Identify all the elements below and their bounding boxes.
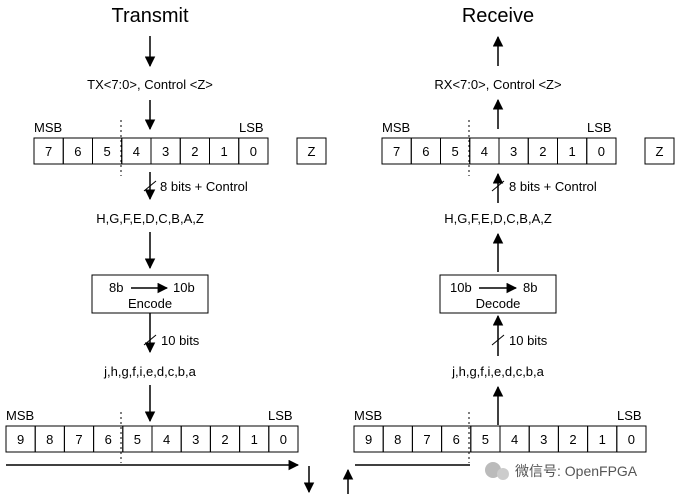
decoder-block	[439, 274, 557, 314]
tx-bus1-label: 8 bits + Control	[160, 179, 248, 194]
tx-byte-cell-label: 5	[104, 144, 111, 159]
tx-code-cell-label: 7	[75, 432, 82, 447]
transmit-title: Transmit	[111, 5, 188, 27]
tx-byte-cell-label: 0	[250, 144, 257, 159]
tx-control-cell-label: Z	[308, 144, 316, 159]
rx-code-cell-label: 4	[511, 432, 518, 447]
rx-code-cell-label: 3	[540, 432, 547, 447]
wechat-icon-bubble	[497, 468, 509, 480]
tx-code-cell-label: 3	[192, 432, 199, 447]
rx-byte-register: 7 6 5 4 3 2 1 0	[381, 137, 617, 165]
tx-byte-cell-label: 3	[162, 144, 169, 159]
tx-byte-register: 7 6 5 4 3 2 1 0	[33, 137, 269, 165]
tx-lsb-label: LSB	[239, 120, 264, 135]
rx-lsb2-label: LSB	[617, 408, 642, 423]
tx-byte-cell-label: 1	[221, 144, 228, 159]
tx-signals-10b: j,h,g,f,i,e,d,c,b,a	[103, 364, 197, 379]
tx-bus2-label: 10 bits	[161, 333, 200, 348]
rx-code-cell-label: 0	[628, 432, 635, 447]
tx-byte-cell-label: 2	[191, 144, 198, 159]
rx-bus2-label: 10 bits	[509, 333, 548, 348]
tx-byte-cell-label: 4	[133, 144, 140, 159]
rx-byte-cell-label: 6	[422, 144, 429, 159]
tx-code-cell-label: 6	[105, 432, 112, 447]
tx-code-cell-label: 0	[280, 432, 287, 447]
rx-code-cell-label: 9	[365, 432, 372, 447]
rx-control-cell	[644, 137, 675, 165]
tx-control-cell	[296, 137, 327, 165]
rx-code-cell-label: 7	[423, 432, 430, 447]
rx-output-label: RX<7:0>, Control <Z>	[434, 77, 561, 92]
rx-byte-cell-label: 7	[393, 144, 400, 159]
tx-code-cell-label: 1	[251, 432, 258, 447]
tx-bus2-slash	[143, 334, 157, 346]
rx-byte-cell-label: 5	[452, 144, 459, 159]
tx-code-register: 9 8 7 6 5 4 3 2 1 0	[5, 425, 299, 453]
rx-code-cell-label: 5	[482, 432, 489, 447]
rx-code-cell-label: 2	[569, 432, 576, 447]
rx-code-cell-label: 1	[599, 432, 606, 447]
rx-msb2-label: MSB	[354, 408, 382, 423]
rx-bus1-label: 8 bits + Control	[509, 179, 597, 194]
receive-title: Receive	[462, 5, 534, 27]
tx-byte-cell-label: 6	[74, 144, 81, 159]
rx-code-cell	[616, 425, 647, 453]
rx-byte-cell-label: 2	[539, 144, 546, 159]
tx-code-cell-label: 4	[163, 432, 170, 447]
rx-msb-label: MSB	[382, 120, 410, 135]
rx-code-register: 9 8 7 6 5 4 3 2 1 0	[353, 425, 647, 453]
rx-code-cell-label: 8	[394, 432, 401, 447]
decoder-input-width: 10b	[450, 280, 472, 295]
rx-byte-cell-label: 1	[569, 144, 576, 159]
tx-byte-cell-label: 7	[45, 144, 52, 159]
tx-input-label: TX<7:0>, Control <Z>	[87, 77, 213, 92]
tx-code-cell-label: 2	[221, 432, 228, 447]
rx-byte-cell-label: 3	[510, 144, 517, 159]
rx-signals-8b: H,G,F,E,D,C,B,A,Z	[444, 211, 552, 226]
rx-lsb-label: LSB	[587, 120, 612, 135]
rx-bus1-slash	[491, 180, 505, 192]
rx-control-cell-label: Z	[656, 144, 664, 159]
decoder-output-width: 8b	[523, 280, 537, 295]
encoder-output-width: 10b	[173, 280, 195, 295]
encoder-input-width: 8b	[109, 280, 123, 295]
tx-signals-8b: H,G,F,E,D,C,B,A,Z	[96, 211, 204, 226]
tx-code-cell-label: 5	[134, 432, 141, 447]
watermark-text: 微信号: OpenFPGA	[515, 463, 638, 479]
tx-code-cell	[268, 425, 299, 453]
tx-bus1-slash	[143, 180, 157, 192]
rx-byte-cell	[586, 137, 617, 165]
rx-byte-cell-label: 0	[598, 144, 605, 159]
tx-byte-cell	[238, 137, 269, 165]
rx-code-cell-label: 6	[453, 432, 460, 447]
rx-byte-cell-label: 4	[481, 144, 488, 159]
rx-bus2-slash	[491, 334, 505, 346]
encoder-name: Encode	[128, 296, 172, 311]
tx-lsb2-label: LSB	[268, 408, 293, 423]
rx-signals-10b: j,h,g,f,i,e,d,c,b,a	[451, 364, 545, 379]
tx-msb-label: MSB	[34, 120, 62, 135]
tx-msb2-label: MSB	[6, 408, 34, 423]
tx-code-cell-label: 8	[46, 432, 53, 447]
decoder-name: Decode	[476, 296, 521, 311]
watermark: 微信号: OpenFPGA	[485, 462, 638, 480]
tx-code-cell-label: 9	[17, 432, 24, 447]
